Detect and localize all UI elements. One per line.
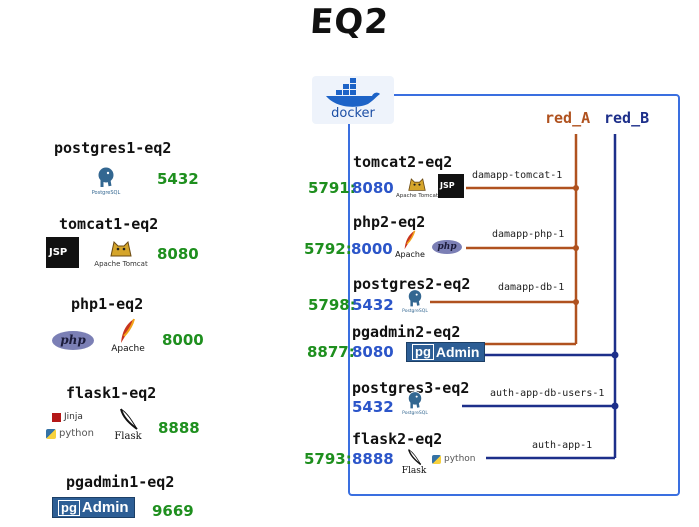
service-name-php2: php2-eq2 — [353, 213, 426, 231]
pgadmin-logo: pg Admin — [52, 497, 135, 518]
pgadmin-pg-mark: pg — [412, 344, 434, 360]
container-label-postgres2: damapp-db-1 — [498, 282, 565, 293]
tomcat-logo: Apache Tomcat — [91, 236, 151, 268]
service-name-flask2: flask2-eq2 — [352, 430, 443, 448]
port-pgadmin1: 9669 — [152, 502, 194, 520]
jinja-logo-text: Jinja — [64, 412, 83, 422]
service-name-pgadmin2: pgadmin2-eq2 — [352, 323, 461, 341]
int-port-pgadmin2: 8080 — [352, 343, 394, 361]
service-name-pgadmin1: pgadmin1-eq2 — [66, 473, 175, 491]
container-label-flask2: auth-app-1 — [532, 440, 593, 451]
service-name-tomcat1: tomcat1-eq2 — [59, 215, 159, 233]
postgresql-logo: PostgreSQL — [88, 165, 124, 196]
postgresql-logo-text: PostgreSQL — [402, 309, 428, 314]
python-icon — [432, 454, 441, 464]
service-name-postgres3: postgres3-eq2 — [352, 379, 470, 397]
jinja-icon — [52, 412, 61, 422]
python-logo: python — [432, 454, 475, 464]
elephant-icon — [97, 166, 115, 187]
tomcat-cat-icon — [110, 240, 132, 257]
red-a-node-php2 — [573, 245, 579, 251]
service-name-php1: php1-eq2 — [71, 295, 144, 313]
pgadmin-logo: pg Admin — [406, 342, 486, 362]
tomcat-logo: Apache Tomcat — [394, 174, 440, 199]
flask-logo: Flask — [398, 448, 430, 476]
port-postgres1: 5432 — [157, 170, 199, 188]
php-logo: php — [52, 331, 94, 350]
postgresql-logo-text: PostgreSQL — [91, 190, 121, 196]
flask-horn-icon — [120, 408, 138, 430]
apache-feather-icon — [121, 318, 135, 343]
service-name-postgres1: postgres1-eq2 — [54, 139, 172, 157]
python-icon — [46, 428, 56, 439]
jinja-logo: Jinja — [52, 412, 83, 422]
tomcat-logo-text: Apache Tomcat — [94, 260, 148, 268]
int-port-postgres2: 5432 — [352, 296, 394, 314]
flask-logo-text: Flask — [401, 466, 427, 476]
flask-horn-icon — [408, 449, 422, 466]
apache-logo-text: Apache — [111, 344, 145, 354]
docker-logo: docker — [312, 76, 394, 124]
port-php1: 8000 — [162, 331, 204, 349]
elephant-icon — [407, 289, 423, 307]
flask-logo: Flask — [110, 407, 146, 442]
container-label-php2: damapp-php-1 — [492, 229, 565, 240]
red-b-node-pgadmin2 — [611, 351, 619, 359]
service-name-flask1: flask1-eq2 — [66, 384, 157, 402]
port-tomcat1: 8080 — [157, 245, 199, 263]
php-logo: php — [432, 240, 462, 254]
ext-port-tomcat2: 5791: — [308, 179, 356, 197]
pgadmin-logo-text: Admin — [435, 344, 480, 360]
int-port-postgres3: 5432 — [352, 398, 394, 416]
container-label-postgres3: auth-app-db-users-1 — [490, 388, 605, 399]
postgresql-logo: PostgreSQL — [398, 288, 432, 314]
apache-logo-text: Apache — [395, 250, 425, 259]
elephant-icon — [407, 391, 423, 409]
docker-host-box — [348, 94, 680, 496]
int-port-php2: 8000 — [351, 240, 393, 258]
python-logo-text: python — [444, 454, 476, 464]
ext-port-pgadmin2: 8877: — [307, 343, 355, 361]
service-name-postgres2: postgres2-eq2 — [353, 275, 471, 293]
service-name-tomcat2: tomcat2-eq2 — [353, 153, 453, 171]
apache-logo: Apache — [110, 318, 146, 354]
apache-feather-icon — [404, 230, 416, 250]
docker-whale-icon — [326, 78, 380, 107]
apache-logo: Apache — [393, 230, 427, 259]
flask-logo-text: Flask — [114, 431, 142, 442]
red-a-node-tomcat2 — [573, 185, 579, 191]
ext-port-flask2: 5793: — [304, 450, 352, 468]
red-a-node-postgres2 — [573, 299, 579, 305]
jsp-logo: JSP — [438, 174, 464, 198]
container-label-tomcat2: damapp-tomcat-1 — [472, 170, 563, 181]
jsp-logo: JSP — [46, 237, 79, 268]
postgresql-logo-text: PostgreSQL — [402, 411, 428, 416]
ext-port-php2: 5792: — [304, 240, 352, 258]
tomcat-logo-text: Apache Tomcat — [396, 193, 438, 199]
network-label-red-a: red_A — [545, 109, 591, 127]
network-label-red-b: red_B — [604, 109, 650, 127]
red-b-node-postgres3 — [611, 402, 619, 410]
postgresql-logo: PostgreSQL — [398, 390, 432, 416]
tomcat-cat-icon — [408, 178, 426, 191]
pgadmin-pg-mark: pg — [58, 499, 80, 516]
int-port-flask2: 8888 — [352, 450, 394, 468]
docker-logo-text: docker — [331, 106, 375, 121]
port-flask1: 8888 — [158, 419, 200, 437]
int-port-tomcat2: 8080 — [352, 179, 394, 197]
python-logo: python — [46, 428, 94, 439]
pgadmin-logo-text: Admin — [81, 499, 129, 516]
ext-port-postgres2: 5798: — [308, 296, 356, 314]
python-logo-text: python — [59, 428, 94, 439]
